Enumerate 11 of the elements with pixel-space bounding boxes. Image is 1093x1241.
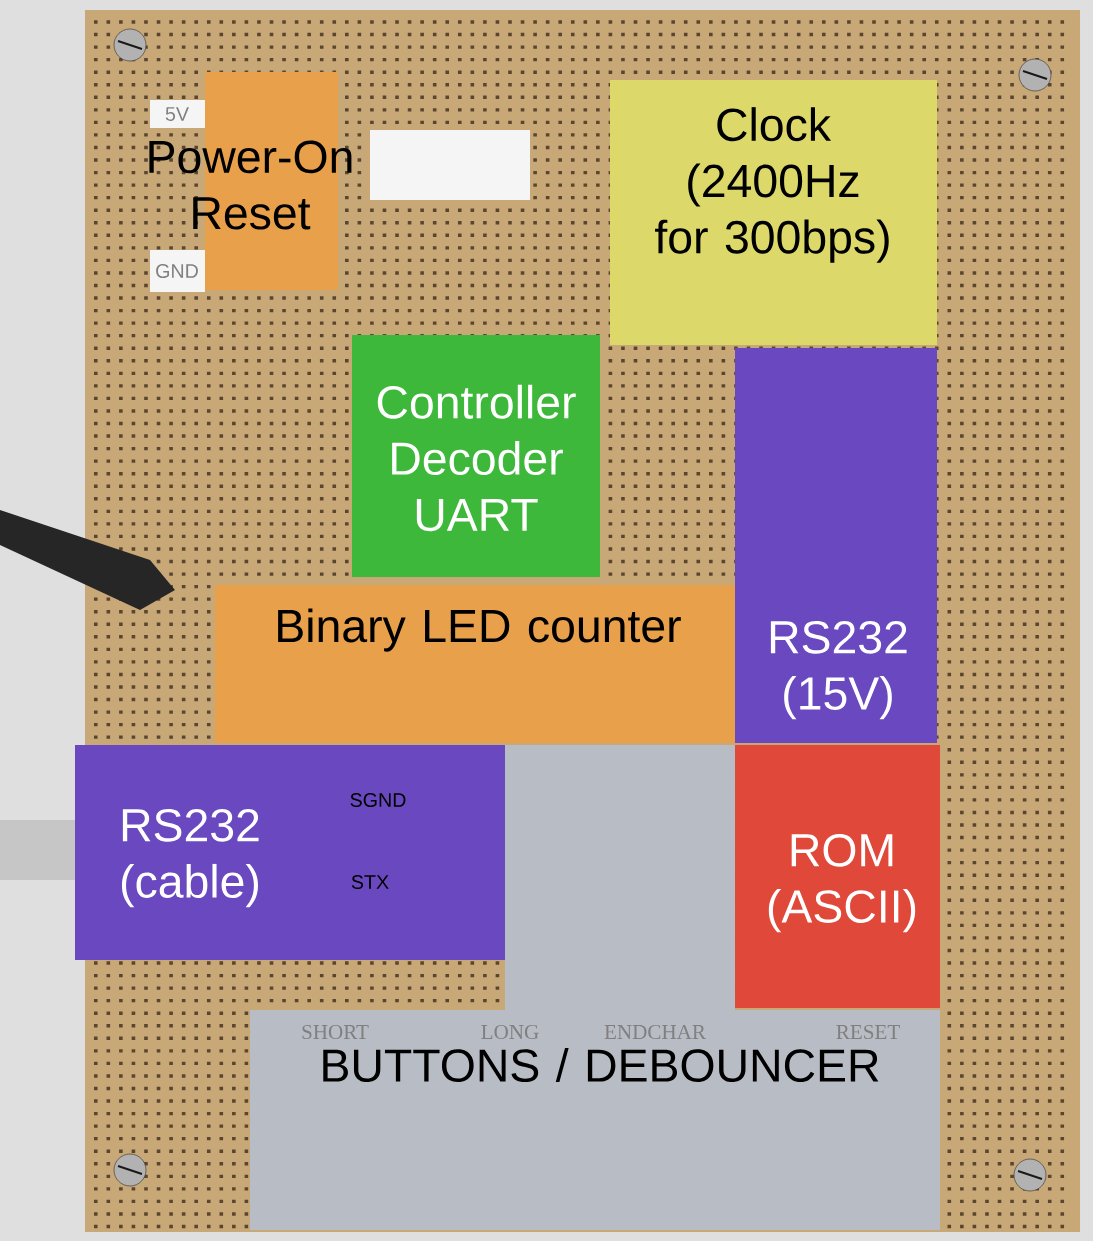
handwritten-label: STX [351,875,389,889]
region-overlay: Controller Decoder UART [352,335,600,577]
region-overlay: Clock (2400Hz for 300bps) [610,80,937,345]
handwritten-label: SHORT [302,1024,369,1040]
region-overlay: RS232 (15V) [735,348,937,743]
handwritten-label: SGND [350,793,406,807]
region-overlay: Binary LED counter [215,585,735,743]
handwritten-label: RESET [836,1024,900,1040]
handwritten-label: LONG [481,1024,539,1040]
handwritten-label: ENDCHAR [604,1024,706,1040]
region-overlay: ROM (ASCII) [735,745,940,1008]
